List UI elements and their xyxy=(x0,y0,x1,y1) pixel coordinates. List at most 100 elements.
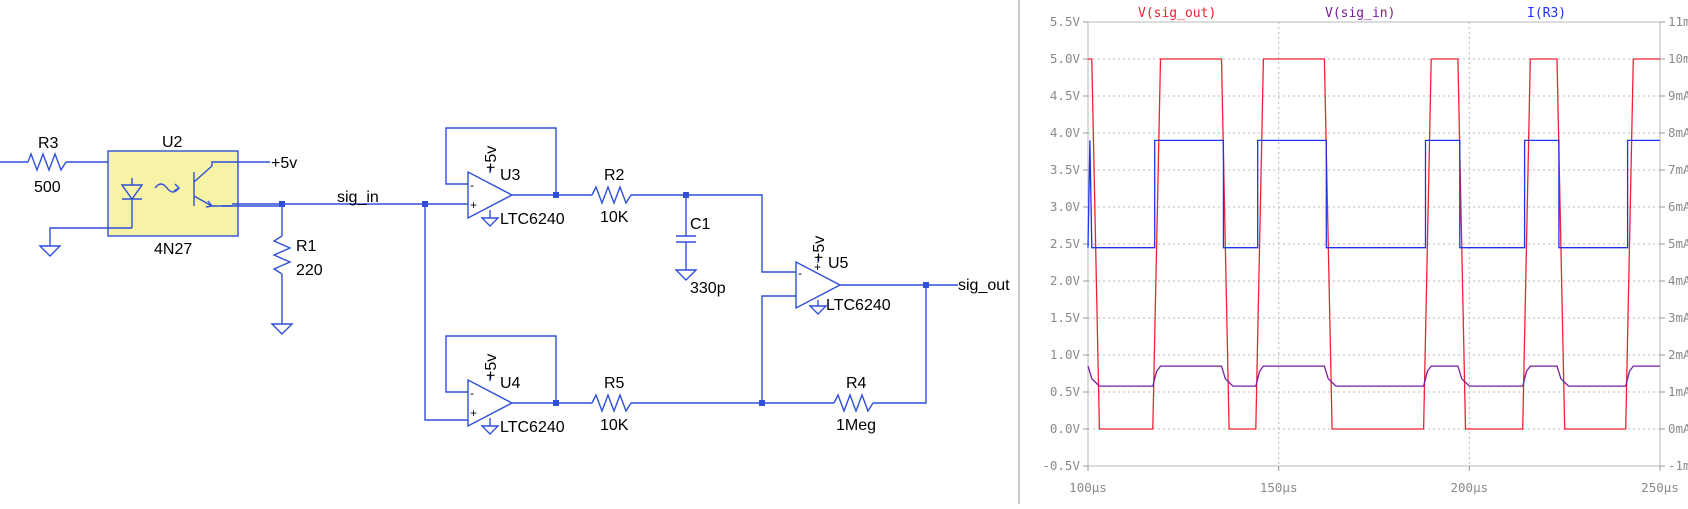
phototransistor-icon xyxy=(193,165,214,208)
r5-ref[interactable]: R5 xyxy=(604,375,625,392)
wire-u3-feedback[interactable] xyxy=(445,127,557,195)
led-arrow-icon xyxy=(154,183,181,193)
r5-value[interactable]: 10K xyxy=(600,417,629,434)
wire-sig-in-to-u4[interactable] xyxy=(424,204,468,421)
ground-symbol-c1 xyxy=(674,269,698,281)
opamp-u3[interactable] xyxy=(467,170,514,220)
u5-minus-sign: - xyxy=(798,266,802,280)
resistor-r4[interactable] xyxy=(833,393,874,413)
r3-value[interactable]: 500 xyxy=(34,179,61,196)
u5-supply-label[interactable]: +5v xyxy=(811,236,828,262)
r2-value[interactable]: 10K xyxy=(600,209,629,226)
opamp-u4[interactable] xyxy=(467,378,514,428)
optocoupler-led-icon xyxy=(120,178,144,228)
u2-supply-label[interactable]: +5v xyxy=(271,155,297,172)
y-tick-label-left: 1.0V xyxy=(1050,347,1081,362)
capacitor-c1[interactable] xyxy=(676,195,696,270)
u3-part[interactable]: LTC6240 xyxy=(500,211,565,228)
x-tick-label: 200µs xyxy=(1451,480,1489,495)
x-tick-label: 100µs xyxy=(1069,480,1107,495)
y-tick-label-right: 5mA xyxy=(1668,236,1688,251)
wire-u4-feedback[interactable] xyxy=(445,335,557,403)
wire-u2-ground[interactable] xyxy=(49,227,108,246)
ground-symbol-u5 xyxy=(808,305,828,315)
trace-layer[interactable] xyxy=(1087,58,1660,430)
y-tick-label-left: 2.0V xyxy=(1050,273,1081,288)
u3-minus-sign: - xyxy=(470,178,474,192)
junction-dot xyxy=(759,400,765,406)
y-tick-label-right: 11mA xyxy=(1668,14,1688,29)
pane-divider[interactable] xyxy=(1018,0,1020,504)
u2-part[interactable]: 4N27 xyxy=(154,241,192,258)
u4-part[interactable]: LTC6240 xyxy=(500,419,565,436)
r4-value[interactable]: 1Meg xyxy=(836,417,876,434)
resistor-r3[interactable] xyxy=(27,152,67,172)
y-tick-label-left: 1.5V xyxy=(1050,310,1081,325)
trace-v-sig-in[interactable] xyxy=(1087,365,1660,387)
u3-ref[interactable]: U3 xyxy=(500,167,521,184)
waveform-plot[interactable]: 5.5V11mA5.0V10mA4.5V9mA4.0V8mA3.5V7mA3.0… xyxy=(1020,0,1688,504)
y-tick-label-left: 0.0V xyxy=(1050,421,1081,436)
junction-dot xyxy=(553,192,559,198)
schematic-editor-pane[interactable]: - + - + - + R3 500 U2 4N27 +5v R1 220 si… xyxy=(0,0,1020,504)
y-tick-label-left: 3.0V xyxy=(1050,199,1081,214)
u4-supply-label[interactable]: +5v xyxy=(483,354,500,380)
waveform-viewer-pane[interactable]: 5.5V11mA5.0V10mA4.5V9mA4.0V8mA3.5V7mA3.0… xyxy=(1020,0,1688,504)
y-tick-label-left: -0.5V xyxy=(1042,458,1080,473)
trace-v-sig-out[interactable] xyxy=(1088,58,1660,430)
y-tick-label-left: 5.0V xyxy=(1050,51,1081,66)
u4-minus-sign: - xyxy=(470,386,474,400)
optocoupler-u2-body[interactable] xyxy=(107,150,239,237)
u5-ref[interactable]: U5 xyxy=(828,255,849,272)
y-tick-label-right: 0mA xyxy=(1668,421,1688,436)
c1-value[interactable]: 330p xyxy=(690,280,726,297)
r2-ref[interactable]: R2 xyxy=(604,167,625,184)
trace-i-r3[interactable] xyxy=(1087,139,1660,249)
opamp-u5[interactable] xyxy=(795,260,842,310)
r1-ref[interactable]: R1 xyxy=(296,238,317,255)
y-tick-label-right: 4mA xyxy=(1668,273,1688,288)
y-tick-label-right: 2mA xyxy=(1668,347,1688,362)
y-tick-label-left: 5.5V xyxy=(1050,14,1081,29)
y-tick-label-right: 3mA xyxy=(1668,310,1688,325)
ground-symbol-u2 xyxy=(38,245,62,257)
u4-plus-sign: + xyxy=(470,406,477,420)
y-tick-label-right: 10mA xyxy=(1668,51,1688,66)
y-tick-label-left: 3.5V xyxy=(1050,162,1081,177)
schematic-canvas[interactable]: - + - + - + R3 500 U2 4N27 +5v R1 220 si… xyxy=(0,0,1020,504)
ground-symbol-u3 xyxy=(480,217,500,227)
net-label-sig-out[interactable]: sig_out xyxy=(958,277,1010,294)
ground-symbol-r1 xyxy=(270,323,294,335)
y-tick-label-right: -1mA xyxy=(1668,458,1688,473)
y-tick-label-left: 4.0V xyxy=(1050,125,1081,140)
junction-dot xyxy=(279,201,285,207)
y-tick-label-right: 7mA xyxy=(1668,162,1688,177)
resistor-r5[interactable] xyxy=(591,393,632,413)
wire-r5-to-u5[interactable] xyxy=(631,295,796,404)
c1-ref[interactable]: C1 xyxy=(690,216,711,233)
axis-ticks: 5.5V11mA5.0V10mA4.5V9mA4.0V8mA3.5V7mA3.0… xyxy=(1042,14,1688,495)
trace-label-i-r3[interactable]: I(R3) xyxy=(1527,6,1566,21)
r4-ref[interactable]: R4 xyxy=(846,375,867,392)
u3-plus-sign: + xyxy=(470,198,477,212)
resistor-r2[interactable] xyxy=(591,185,632,205)
u5-part[interactable]: LTC6240 xyxy=(826,297,891,314)
grid-layer xyxy=(1088,22,1660,466)
r1-value[interactable]: 220 xyxy=(296,262,323,279)
trace-label-sig-out[interactable]: V(sig_out) xyxy=(1138,6,1216,21)
resistor-r1[interactable] xyxy=(272,235,292,275)
wire-r4-right[interactable] xyxy=(873,285,927,404)
wire-r2-to-c1[interactable] xyxy=(631,194,796,273)
u4-ref[interactable]: U4 xyxy=(500,375,521,392)
x-tick-label: 250µs xyxy=(1641,480,1679,495)
y-tick-label-left: 4.5V xyxy=(1050,88,1081,103)
y-tick-label-left: 0.5V xyxy=(1050,384,1081,399)
net-label-sig-in[interactable]: sig_in xyxy=(337,189,379,206)
u3-supply-label[interactable]: +5v xyxy=(483,146,500,172)
ground-symbol-u4 xyxy=(480,425,500,435)
r3-ref[interactable]: R3 xyxy=(38,135,59,152)
y-tick-label-right: 8mA xyxy=(1668,125,1688,140)
junction-dot xyxy=(683,192,689,198)
trace-label-sig-in[interactable]: V(sig_in) xyxy=(1325,6,1395,21)
u2-ref[interactable]: U2 xyxy=(162,134,183,151)
